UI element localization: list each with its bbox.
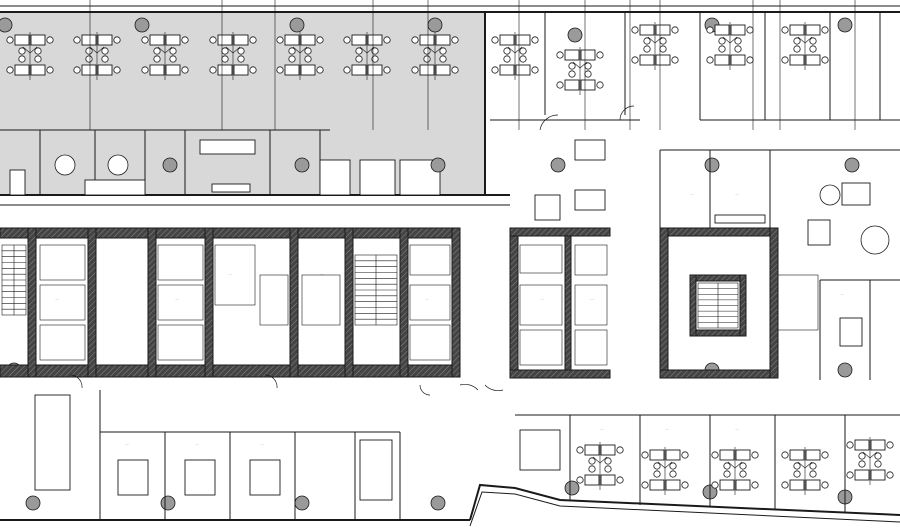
right-lower-offices <box>819 279 900 380</box>
column <box>160 495 176 511</box>
desk-cluster <box>556 47 604 95</box>
open-office-desk-clusters <box>6 32 459 80</box>
column <box>550 157 566 173</box>
desk-cluster <box>73 32 121 80</box>
left-service-core <box>0 227 461 378</box>
bottom-left-zone <box>34 390 401 520</box>
room-label: ····· <box>228 273 232 276</box>
room-label: ····· <box>540 298 544 301</box>
desk-cluster <box>846 437 894 485</box>
room-label: ····· <box>320 273 324 276</box>
column <box>294 157 310 173</box>
room-label: ····· <box>175 298 179 301</box>
room-label: ····· <box>590 298 594 301</box>
top-right-workstations <box>491 22 829 95</box>
desk-cluster <box>711 447 759 495</box>
grid-reference-lines <box>89 0 856 130</box>
column <box>0 17 13 33</box>
column <box>427 17 443 33</box>
column <box>294 495 310 511</box>
column <box>289 17 305 33</box>
column <box>162 157 178 173</box>
desk-cluster <box>411 32 459 80</box>
column <box>564 480 580 496</box>
room-label: ····· <box>665 428 669 431</box>
desk-cluster <box>6 32 54 80</box>
desk-cluster <box>576 442 624 490</box>
desk-cluster <box>209 32 257 80</box>
column <box>25 495 41 511</box>
room-label: ····· <box>840 293 844 296</box>
desk-cluster <box>631 22 679 70</box>
column <box>837 362 853 378</box>
room-labels: ····· ····· ····· ····· ····· ····· ····· ·····… <box>55 193 844 446</box>
bottom-right-offices <box>515 414 900 512</box>
column <box>567 27 583 43</box>
private-offices-top-right <box>490 12 900 121</box>
stair-right <box>697 282 739 329</box>
desk-cluster <box>781 447 829 495</box>
amenity-rooms-row <box>0 129 441 196</box>
room-label: ····· <box>125 443 129 446</box>
desk-cluster <box>141 32 189 80</box>
column <box>134 17 150 33</box>
right-service-core <box>659 227 819 379</box>
room-label: ····· <box>195 443 199 446</box>
desk-cluster <box>343 32 391 80</box>
desk-cluster <box>491 32 539 80</box>
desk-cluster <box>781 22 829 70</box>
desk-cluster <box>706 22 754 70</box>
column <box>837 17 853 33</box>
desk-cluster <box>641 447 689 495</box>
room-label: ····· <box>600 428 604 431</box>
room-label: ····· <box>425 298 429 301</box>
bottom-right-workstations <box>576 437 894 495</box>
column <box>704 157 720 173</box>
central-service-core <box>509 227 611 379</box>
column <box>430 157 446 173</box>
room-label: ····· <box>260 443 264 446</box>
room-label: ····· <box>55 298 59 301</box>
desk-cluster <box>276 32 324 80</box>
room-label: ····· <box>735 193 739 196</box>
middle-right-zone <box>534 139 900 255</box>
door-swings <box>69 105 635 396</box>
column <box>430 495 446 511</box>
room-label: ····· <box>735 428 739 431</box>
column <box>844 157 860 173</box>
stair-left <box>1 244 27 316</box>
stair-middle <box>354 254 398 326</box>
structural-columns <box>0 17 860 511</box>
room-label: ····· <box>690 193 694 196</box>
